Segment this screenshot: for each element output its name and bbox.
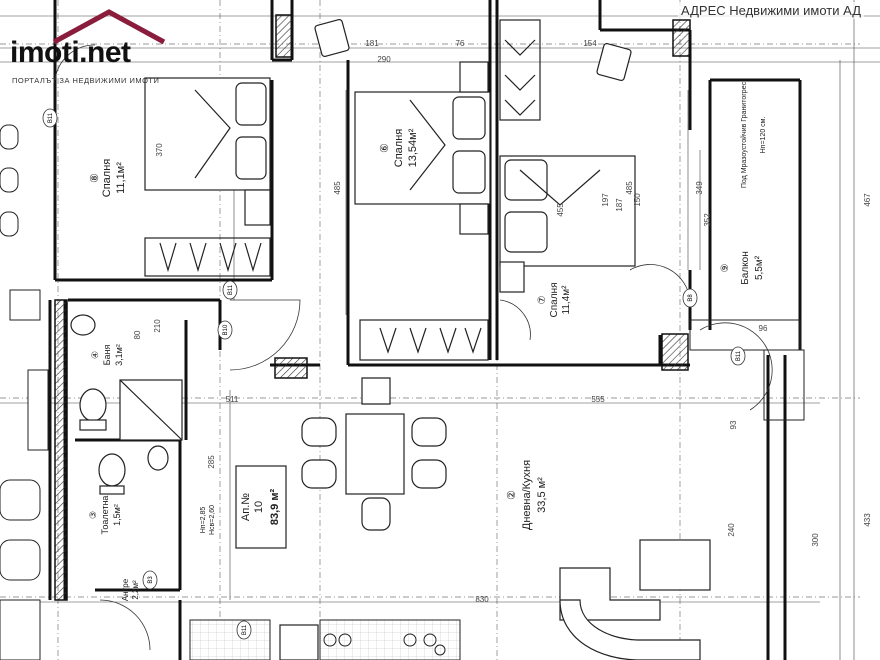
door-tag-label: В11 [48, 112, 54, 123]
dimension-label: 485 [625, 181, 634, 195]
bed-bedroom-2 [354, 61, 491, 235]
bathroom-name: Баня [102, 345, 112, 366]
balcony-frames [689, 319, 805, 421]
toilet-num: ③ [88, 511, 98, 519]
door-tag: В11 [236, 620, 252, 640]
bedroom-1-area: 11,1м² [115, 162, 127, 194]
kitchen-units [189, 619, 461, 660]
door-tag: В11 [222, 280, 238, 300]
balcony-num: ⑨ [720, 263, 731, 272]
bedroom-3-name: Спалня [549, 283, 560, 318]
dimension-label: 511 [226, 395, 239, 404]
balcony-area: 5,5м² [754, 255, 765, 280]
dimension-label: 80 [133, 330, 142, 339]
door-tag: В8 [682, 288, 698, 308]
dimension-label: 485 [333, 181, 342, 195]
dimension-label: 433 [863, 513, 872, 527]
bathroom-num: ④ [90, 351, 100, 359]
dimension-label: 154 [583, 39, 597, 48]
door-tag-label: В8 [688, 294, 694, 302]
dimension-label: 370 [155, 143, 164, 157]
logo-tagline: ПОРТАЛЪТ ЗА НЕДВИЖИМИ ИМОТИ [12, 76, 160, 85]
living-area: 33,5 м² [536, 477, 548, 513]
living-num: ② [506, 490, 518, 500]
apartment-area: 83,9 м² [269, 489, 281, 526]
balcony-floor-note: Под Мразоустойчив Гранитогрес [740, 81, 748, 188]
bedroom-1-name: Спалня [101, 159, 113, 198]
door-tag: В11 [42, 108, 58, 128]
sofa [559, 539, 711, 660]
dimension-label: 290 [377, 55, 391, 64]
dimension-label: 181 [365, 39, 379, 48]
dimension-label: 300 [811, 533, 820, 547]
toilet-area: 1,5м² [112, 504, 122, 526]
dimension-label: 830 [475, 595, 489, 604]
dining-table [301, 377, 447, 531]
bathroom-fixtures [70, 314, 319, 660]
bedroom-1-num: ⑧ [89, 173, 101, 183]
agency-watermark: АДРЕС Недвижими имоти АД [678, 2, 864, 19]
door-tag-label: В11 [736, 350, 742, 361]
dimension-label: 150 [633, 193, 642, 207]
dimension-label: 197 [601, 193, 610, 207]
door-tag: В10 [217, 320, 233, 340]
dimension-label: 187 [615, 198, 624, 212]
bedroom-2-num: ⑥ [379, 143, 391, 153]
toilet-height-1: Нп=2,85 [200, 507, 207, 534]
door-tag-label: В11 [228, 284, 234, 295]
balcony-height-note: Hп=120 см. [760, 117, 767, 154]
dimension-label: 240 [727, 523, 736, 537]
living-name: Дневна/Кухня [521, 460, 533, 530]
wardrobes [144, 19, 541, 361]
antre-name: Антре [121, 578, 130, 601]
dimension-label: 555 [591, 395, 605, 404]
bedroom-2-area: 13,54м² [407, 128, 419, 167]
dimension-label: 93 [729, 420, 738, 429]
bedroom-3-area: 11,4м² [561, 285, 572, 315]
bedroom-3-num: ⑦ [537, 295, 548, 304]
apartment-number: 10 [253, 501, 265, 513]
door-tag: В3 [142, 570, 158, 590]
dimension-label: 455 [556, 203, 565, 217]
toilet-name: Тоалетна [100, 496, 110, 535]
bed-bedroom-3 [499, 155, 636, 293]
door-tag-label: В10 [223, 324, 229, 335]
armchairs [314, 18, 632, 82]
dimension-label: 76 [456, 39, 465, 48]
dimension-label: 96 [759, 324, 768, 333]
door-tag-label: В3 [148, 576, 154, 584]
bed-bedroom-1 [144, 77, 271, 226]
dimension-label: 349 [695, 181, 704, 195]
balcony-name: Балкон [740, 251, 751, 285]
stove-burners [323, 633, 446, 656]
bedroom-2-name: Спалня [393, 129, 405, 168]
door-tag-label: В11 [242, 624, 248, 635]
toilet-height-2: Нсв=2,60 [209, 505, 216, 535]
neighbour-fixtures [0, 124, 49, 660]
dimension-label: 210 [153, 319, 162, 333]
apartment-info-box [235, 465, 287, 549]
bathroom-area: 3,1м² [114, 344, 124, 366]
dimension-label: 352 [703, 213, 712, 227]
antre-area: 2,2м² [131, 580, 140, 600]
logo-roof-icon [52, 9, 166, 45]
logo-name: imoti.net [10, 36, 131, 69]
imoti-logo: imoti.net ПОРТАЛЪТ ЗА НЕДВИЖИМИ ИМОТИ [4, 6, 179, 86]
apartment-label: Ап.№ [240, 493, 252, 521]
structural-columns [54, 14, 691, 601]
door-tag: В11 [730, 346, 746, 366]
dimension-label: 285 [207, 455, 216, 469]
dimension-label: 467 [863, 193, 872, 207]
